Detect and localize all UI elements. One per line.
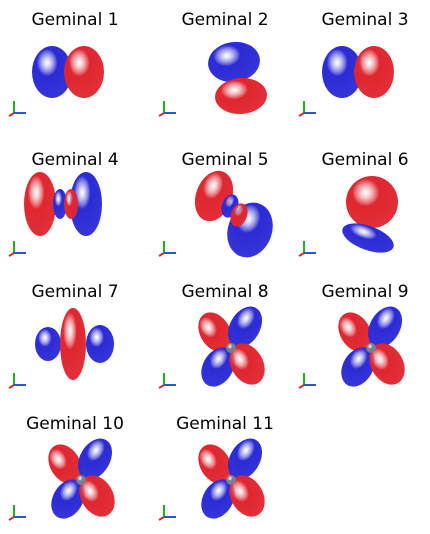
atom-center xyxy=(76,475,86,485)
lobe-negative xyxy=(227,438,263,480)
geminal-panel: Geminal 11 xyxy=(150,404,300,534)
axis-z-line xyxy=(8,252,15,257)
geminal-panel: Geminal 3 xyxy=(290,0,430,130)
atom-center xyxy=(226,343,236,353)
lobe-positive xyxy=(24,172,56,236)
geminal-title: Geminal 8 xyxy=(181,282,269,302)
orbital-isosurface xyxy=(298,306,405,389)
axes-indicator-icon xyxy=(298,101,316,117)
lobe-positive xyxy=(354,46,394,98)
lobe-positive xyxy=(64,189,78,219)
orbital-isosurface xyxy=(298,46,394,117)
axis-z-line xyxy=(298,252,305,257)
geminal-title: Geminal 7 xyxy=(31,282,119,302)
lobe-positive xyxy=(215,77,267,115)
orbital-isosurface xyxy=(158,170,273,258)
axis-z-line xyxy=(8,516,15,521)
lobe-positive xyxy=(229,343,265,385)
geminal-panel: Geminal 4 xyxy=(0,140,150,270)
geminal-title: Geminal 9 xyxy=(321,282,409,302)
geminal-panel: Geminal 7 xyxy=(0,272,150,402)
orbital-isosurface xyxy=(8,438,115,521)
geminal-panel: Geminal 8 xyxy=(150,272,300,402)
lobe-negative xyxy=(227,306,263,348)
lobe-negative xyxy=(86,325,114,363)
axes-indicator-icon xyxy=(8,241,26,257)
orbital-isosurface xyxy=(8,172,102,257)
lobe-negative xyxy=(53,189,67,219)
lobe-negative xyxy=(342,223,394,253)
lobe-negative xyxy=(32,46,72,98)
geminal-panel: Geminal 2 xyxy=(150,0,300,130)
orbital-isosurface xyxy=(298,176,398,257)
atom-center xyxy=(366,343,376,353)
lobe-negative xyxy=(51,479,85,519)
geminal-panel: Geminal 10 xyxy=(0,404,150,534)
axis-z-line xyxy=(158,384,165,389)
axis-z-line xyxy=(298,384,305,389)
axis-z-line xyxy=(158,516,165,521)
geminal-title: Geminal 2 xyxy=(181,10,269,30)
axis-z-line xyxy=(298,112,305,117)
geminal-title: Geminal 3 xyxy=(321,10,409,30)
axes-indicator-icon xyxy=(8,101,26,117)
lobe-positive xyxy=(229,475,265,517)
lobe-positive xyxy=(64,46,104,98)
axis-z-line xyxy=(158,252,165,257)
axis-z-line xyxy=(8,384,15,389)
lobe-negative xyxy=(367,306,403,348)
axes-indicator-icon xyxy=(298,373,316,389)
axes-indicator-icon xyxy=(158,241,176,257)
lobe-positive xyxy=(369,343,405,385)
orbital-isosurface xyxy=(158,306,265,389)
axes-indicator-icon xyxy=(158,373,176,389)
axis-z-line xyxy=(8,112,15,117)
lobe-negative xyxy=(201,347,235,387)
lobe-negative xyxy=(341,347,375,387)
axes-indicator-icon xyxy=(8,505,26,521)
lobe-negative xyxy=(201,479,235,519)
orbital-isosurface xyxy=(8,308,114,389)
axes-indicator-icon xyxy=(158,505,176,521)
lobe-positive xyxy=(79,475,115,517)
orbital-isosurface xyxy=(158,438,265,521)
lobe-negative xyxy=(70,172,102,236)
axes-indicator-icon xyxy=(8,373,26,389)
geminal-panel: Geminal 6 xyxy=(290,140,430,270)
lobe-positive xyxy=(60,308,86,380)
geminal-title: Geminal 5 xyxy=(181,150,269,170)
axis-z-line xyxy=(158,112,165,117)
geminal-panel: Geminal 5 xyxy=(150,140,300,270)
axes-indicator-icon xyxy=(298,241,316,257)
lobe-positive xyxy=(338,312,372,352)
lobe-positive xyxy=(48,444,82,484)
lobe-positive xyxy=(230,203,248,227)
geminal-title: Geminal 11 xyxy=(176,414,274,434)
lobe-positive xyxy=(198,444,232,484)
axes-indicator-icon xyxy=(158,101,176,117)
lobe-negative xyxy=(35,327,61,361)
geminal-title: Geminal 10 xyxy=(26,414,124,434)
geminal-panel: Geminal 9 xyxy=(290,272,430,402)
geminal-title: Geminal 6 xyxy=(321,150,409,170)
geminal-title: Geminal 4 xyxy=(31,150,119,170)
lobe-negative xyxy=(77,438,113,480)
lobe-positive xyxy=(198,312,232,352)
lobe-positive xyxy=(346,176,398,228)
lobe-negative xyxy=(322,46,362,98)
orbital-isosurface xyxy=(158,41,267,117)
geminal-title: Geminal 1 xyxy=(31,10,119,30)
orbital-isosurface xyxy=(8,46,104,117)
geminal-panel: Geminal 1 xyxy=(0,0,150,130)
lobe-negative xyxy=(208,41,260,83)
atom-center xyxy=(226,475,236,485)
